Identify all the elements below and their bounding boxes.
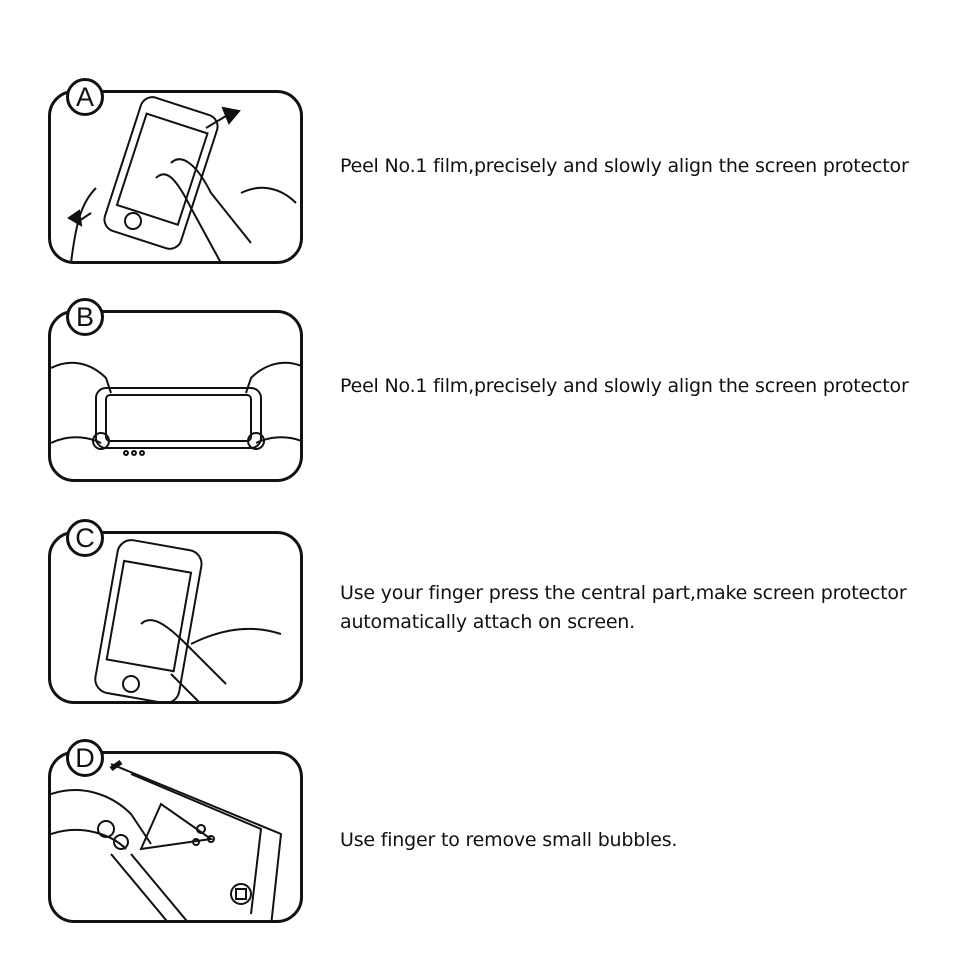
step-instruction-b: Peel No.1 film,precisely and slowly alig… <box>340 375 909 397</box>
illustration-panel-c <box>48 531 303 704</box>
illustration-panel-b <box>48 310 303 482</box>
step-label-c: C <box>66 519 104 557</box>
press-center-icon <box>94 539 282 701</box>
step-label-a: A <box>66 78 104 116</box>
step-label-d: D <box>66 739 104 777</box>
align-protector-icon <box>51 361 300 456</box>
step-label-b: B <box>66 298 104 336</box>
step-instruction-c-line-2: automatically attach on screen. <box>340 611 635 633</box>
remove-bubbles-icon <box>51 759 283 920</box>
step-instruction-d: Use finger to remove small bubbles. <box>340 829 678 851</box>
step-instruction-c-line-1: Use your finger press the central part,m… <box>340 582 907 604</box>
illustration-panel-d <box>48 751 303 923</box>
illustration-panel-a <box>48 90 303 264</box>
step-instruction-c: Use your finger press the central part,m… <box>340 579 907 637</box>
step-instruction-a: Peel No.1 film,precisely and slowly alig… <box>340 155 909 177</box>
peel-film-icon <box>67 96 297 261</box>
